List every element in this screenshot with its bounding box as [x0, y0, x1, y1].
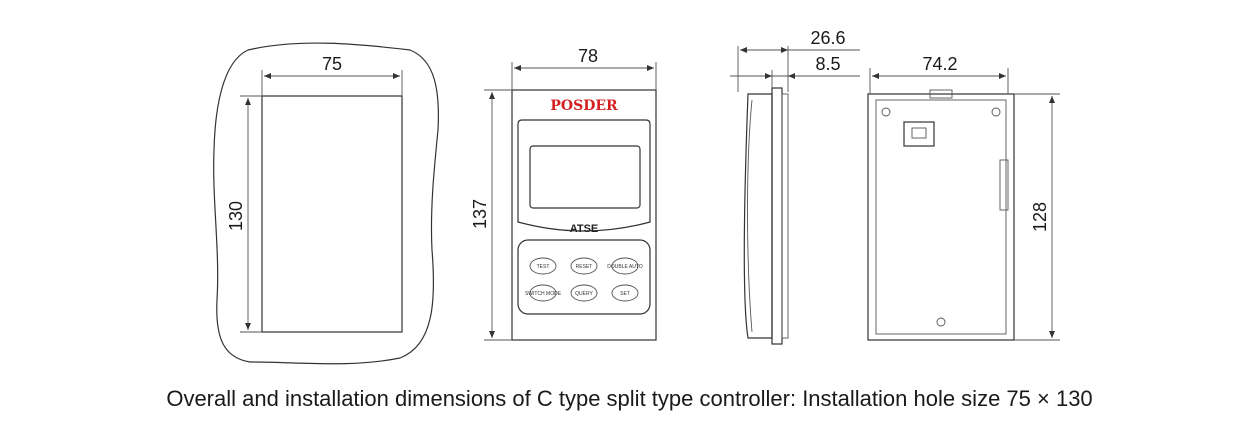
keypad-button[interactable]: RESET — [570, 257, 598, 275]
dimension-drawing: 75 130 78 137 POSDER ATSE TEST RESET DOU — [213, 28, 1060, 365]
side-housing-profile — [743, 93, 773, 339]
model-label: ATSE — [570, 223, 599, 235]
cutout-hole — [261, 95, 403, 333]
rear-view: 128 74.2 — [867, 54, 1060, 341]
keypad-button[interactable]: QUERY — [570, 284, 598, 302]
mounting-hole — [991, 107, 1001, 117]
keypad-button-label: DOUBLE AUTO — [607, 264, 643, 270]
mounting-hole — [936, 317, 946, 327]
keypad-button-label: TEST — [537, 264, 550, 270]
panel-cutout-view: 75 130 — [213, 42, 439, 365]
front-width-label: 78 — [578, 46, 598, 66]
keypad-button-label: SWITCH MODE — [525, 291, 562, 297]
cutout-width-label: 75 — [322, 54, 342, 74]
side-view: 26.6 8.5 — [730, 28, 860, 345]
keypad-button-label: QUERY — [575, 291, 593, 297]
front-height-label: 137 — [470, 199, 490, 229]
mounting-hole — [881, 107, 891, 117]
keypad-button[interactable]: SET — [611, 284, 639, 302]
figure-caption: Overall and installation dimensions of C… — [166, 386, 1093, 411]
keypad-panel — [517, 239, 651, 315]
rj45-port-icon — [903, 121, 935, 147]
front-housing — [511, 89, 657, 341]
keypad-button-label: RESET — [576, 264, 593, 270]
front-depth-label: 8.5 — [815, 54, 840, 74]
display-bezel — [517, 119, 651, 232]
keypad-button[interactable]: TEST — [529, 257, 557, 275]
side-front-bezel — [771, 87, 783, 345]
cutout-height-label: 130 — [226, 201, 246, 231]
rear-height-label: 128 — [1030, 202, 1050, 232]
lcd-screen — [529, 145, 641, 209]
keypad-button-label: SET — [620, 291, 630, 297]
panel-break-outline — [213, 42, 439, 365]
side-depth-label: 26.6 — [810, 28, 845, 48]
keypad-button[interactable]: SWITCH MODE — [525, 284, 562, 302]
rear-housing — [867, 93, 1015, 341]
keypad-button[interactable]: DOUBLE AUTO — [607, 257, 643, 275]
brand-logo: POSDER — [550, 98, 618, 114]
rear-width-label: 74.2 — [922, 54, 957, 74]
front-view: 78 137 POSDER ATSE TEST RESET DOUBLE AUT… — [470, 46, 657, 341]
